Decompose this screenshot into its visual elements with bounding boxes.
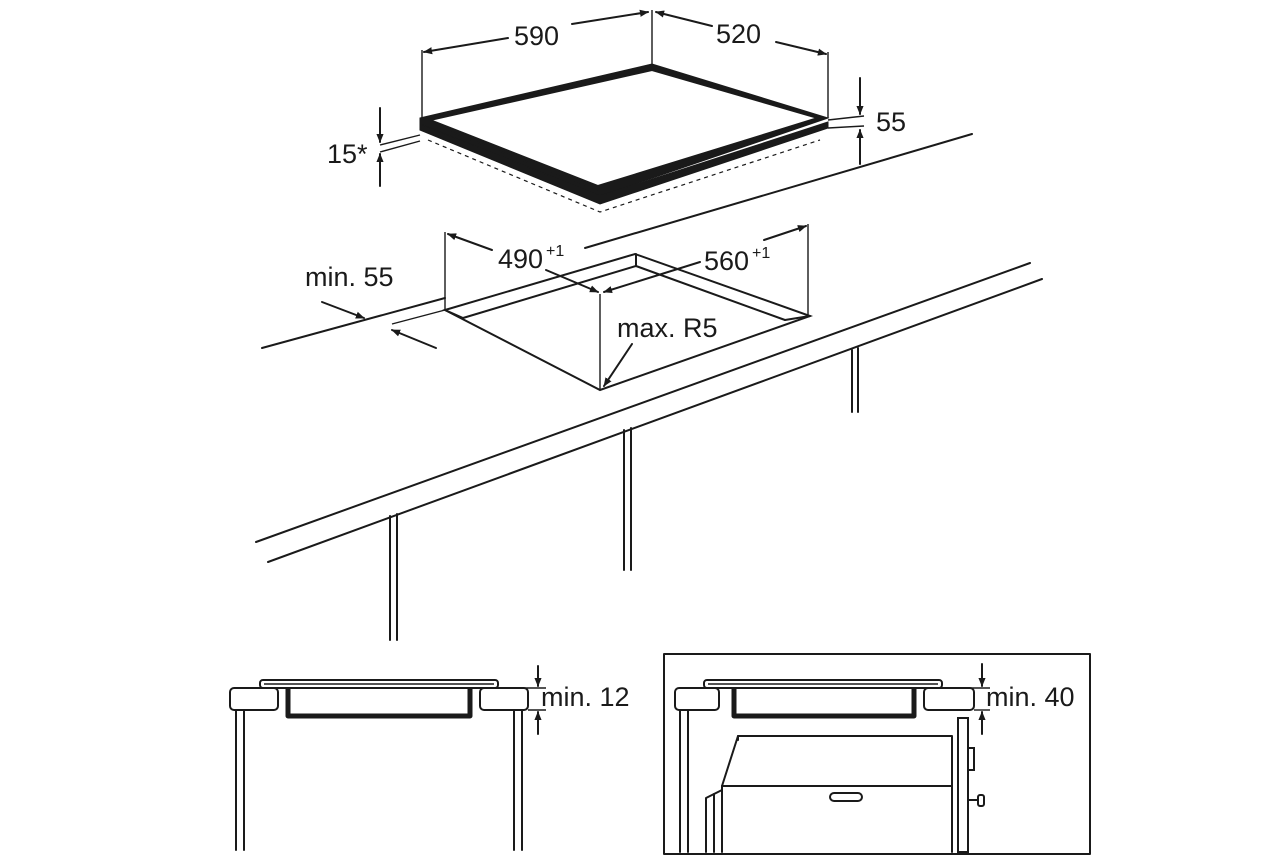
clearance-below-label: min. 12 xyxy=(541,682,630,712)
dimension-590: 590 xyxy=(423,9,649,55)
worktop xyxy=(255,133,1043,641)
section-worktop-only: min. 12 xyxy=(229,665,630,851)
hob-width-label: 590 xyxy=(514,21,559,51)
hob-frame-label: 15* xyxy=(327,139,368,169)
cutout-depth-tolerance: +1 xyxy=(546,243,564,260)
dimension-55-height: 55 xyxy=(856,77,906,165)
hob-isometric xyxy=(379,10,865,213)
cutout-width-label: 560 xyxy=(704,246,749,276)
cutout-width-tolerance: +1 xyxy=(752,245,770,262)
dimension-560: 560 +1 xyxy=(603,225,807,294)
dimension-15: 15* xyxy=(327,107,384,187)
hob-height-label: 55 xyxy=(876,107,906,137)
dimension-490: 490 +1 xyxy=(447,233,599,293)
worktop-cutout xyxy=(442,224,814,392)
section-with-oven: min. 40 xyxy=(663,653,1091,855)
clearance-oven-label: min. 40 xyxy=(986,682,1075,712)
dimension-min-55: min. 55 xyxy=(305,262,446,349)
cutout-depth-label: 490 xyxy=(498,244,543,274)
corner-radius-label: max. R5 xyxy=(617,313,718,343)
dimension-520: 520 xyxy=(655,10,827,56)
hob-depth-label: 520 xyxy=(716,19,761,49)
corner-radius-callout: max. R5 xyxy=(603,313,718,387)
edge-distance-label: min. 55 xyxy=(305,262,394,292)
